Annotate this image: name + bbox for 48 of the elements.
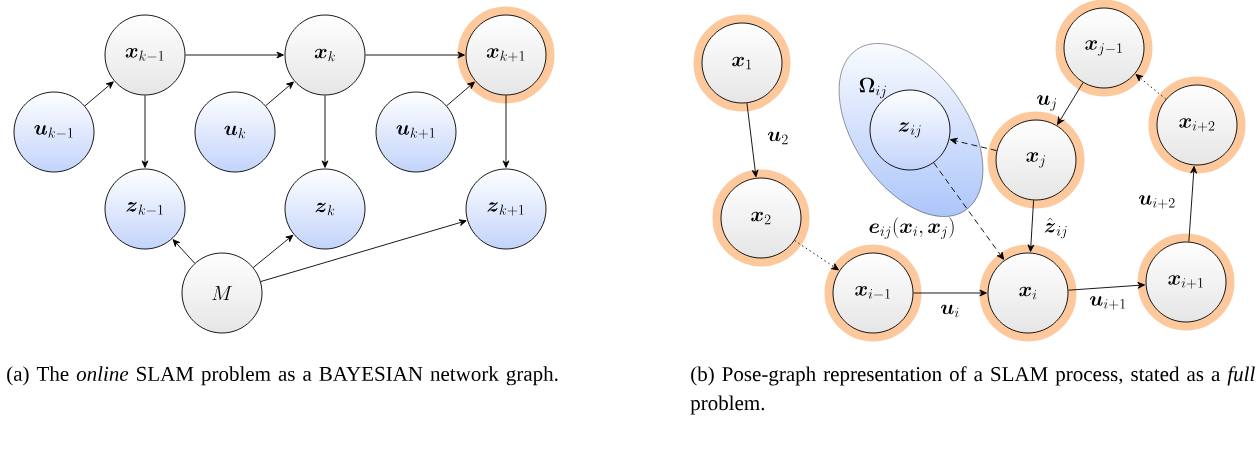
caption: (a) The online SLAM problem as a BAYESIAN network graph.	[7, 366, 558, 386]
graph-node: $\boldsymbol{x}_{k+1}$	[457, 6, 555, 104]
arrow	[794, 240, 839, 271]
graph-node: $\boldsymbol{x}_{k}$	[284, 14, 366, 96]
arrow	[172, 239, 196, 264]
arrow	[1067, 281, 1145, 291]
edge-label: $\hat{\boldsymbol{z}}_{ij}$	[1044, 217, 1067, 239]
edge-label: $\boldsymbol{u}_{i+2}$	[1138, 195, 1175, 209]
arrow	[913, 289, 987, 297]
arrow	[365, 51, 465, 59]
graph-node: $\boldsymbol{z}_{k+1}$	[465, 168, 547, 250]
graph-node: $\boldsymbol{x}_{j}$	[987, 111, 1085, 209]
graph-node: $\boldsymbol{x}_{i+1}$	[1137, 233, 1235, 331]
arrow	[950, 137, 998, 152]
caption: (b) Pose-graph representation of a SLAM process, stated as a full problem.	[690, 366, 1255, 415]
graph-node: $\boldsymbol{u}_{k+1}$	[375, 91, 457, 173]
graph-node: $\boldsymbol{u}_{k-1}$	[13, 91, 95, 173]
graph-node: $\boldsymbol{x}_{j-1}$	[1055, 0, 1153, 97]
edge-label: $\boldsymbol{e}_{ij}(\boldsymbol{x}_{i},\boldsymbol{x}_{j})$	[869, 217, 954, 239]
edge-label: $\boldsymbol{u}_{2}$	[767, 131, 788, 145]
graph-node: $\boldsymbol{x}_{2}$	[712, 169, 810, 267]
arrow	[321, 95, 329, 168]
graph-node: $\boldsymbol{x}_{i-1}$	[824, 244, 922, 342]
arrow	[446, 81, 475, 107]
arrow	[141, 95, 149, 168]
graph-node: $\boldsymbol{u}_{k}$	[194, 91, 276, 173]
graph-node: $M$	[181, 252, 263, 334]
graph-node: $\boldsymbol{x}_{1}$	[693, 14, 791, 112]
graph-node: $\boldsymbol{z}_{k-1}$	[104, 168, 186, 250]
arrow	[1057, 82, 1084, 125]
arrow	[1135, 74, 1167, 100]
arrow	[933, 162, 1005, 260]
graph-node: $\boldsymbol{x}_{k-1}$	[104, 14, 186, 96]
arrow	[1188, 166, 1198, 243]
graph-node: $\boldsymbol{x}_{i}$	[979, 244, 1077, 342]
graph-node: $\boldsymbol{x}_{i+2}$	[1148, 76, 1246, 174]
arrow	[265, 81, 294, 107]
arrow	[252, 234, 294, 268]
edge-label: $\boldsymbol{u}_{j}$	[1037, 95, 1057, 111]
arrow	[502, 95, 510, 168]
graph-node: $\boldsymbol{z}_{k}$	[284, 168, 366, 250]
arrow	[260, 219, 467, 282]
arrow	[746, 102, 759, 178]
arrow	[1027, 199, 1035, 252]
edge-label: $\boldsymbol{u}_{i+1}$	[1089, 296, 1126, 310]
arrow	[185, 51, 284, 59]
edge-label: $\boldsymbol{u}_{i}$	[940, 304, 959, 318]
arrow	[84, 81, 114, 107]
